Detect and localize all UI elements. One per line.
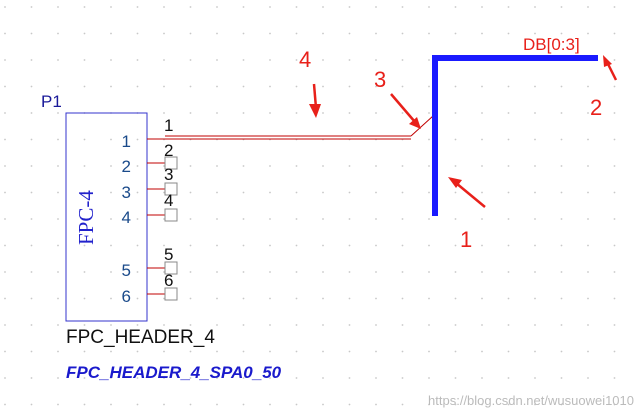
component-footprint: FPC_HEADER_4_SPA0_50 xyxy=(66,363,282,382)
bus-net-label: DB[0:3] xyxy=(523,35,580,54)
arrow-2-head-icon xyxy=(603,55,612,67)
arrow-1-icon xyxy=(455,182,486,208)
unconnected-pin-box-5 xyxy=(164,261,178,275)
net-label-5: 5 xyxy=(164,245,173,264)
watermark: https://blog.csdn.net/wusuowei1010 xyxy=(428,393,634,408)
component-body-label: FPC-4 xyxy=(74,190,98,245)
component-comment: FPC_HEADER_4 xyxy=(66,327,215,348)
arrow-4-head-icon xyxy=(309,104,321,118)
net-label-1: 1 xyxy=(164,116,173,135)
component-body[interactable] xyxy=(65,112,148,322)
net-label-6: 6 xyxy=(164,271,173,290)
net-label-2: 2 xyxy=(164,141,173,160)
bus-entry[interactable] xyxy=(410,115,434,137)
pin-number-6: 6 xyxy=(122,287,131,306)
unconnected-pin-box-4 xyxy=(164,208,178,222)
pin-number-5: 5 xyxy=(122,261,131,280)
arrow-3-icon xyxy=(390,93,416,123)
annotation-number-3: 3 xyxy=(374,67,386,92)
arrow-1-head-icon xyxy=(448,177,462,188)
net-label-3: 3 xyxy=(164,165,173,184)
unconnected-pin-box-3 xyxy=(164,182,178,196)
bus-line[interactable] xyxy=(432,55,598,216)
annotation-number-2: 2 xyxy=(590,95,602,120)
unconnected-pin-box-2 xyxy=(164,156,178,170)
net-label-4: 4 xyxy=(164,191,173,210)
arrow-3-head-icon xyxy=(409,117,421,129)
unconnected-pin-box-6 xyxy=(164,287,178,301)
component-designator: P1 xyxy=(41,92,62,111)
annotation-number-1: 1 xyxy=(460,227,472,252)
pin-number-1: 1 xyxy=(122,132,131,151)
annotation-number-4: 4 xyxy=(299,47,311,72)
pin-number-2: 2 xyxy=(122,157,131,176)
annotation-arrows xyxy=(309,55,618,208)
pin-number-3: 3 xyxy=(122,183,131,202)
pin-number-4: 4 xyxy=(122,208,131,227)
